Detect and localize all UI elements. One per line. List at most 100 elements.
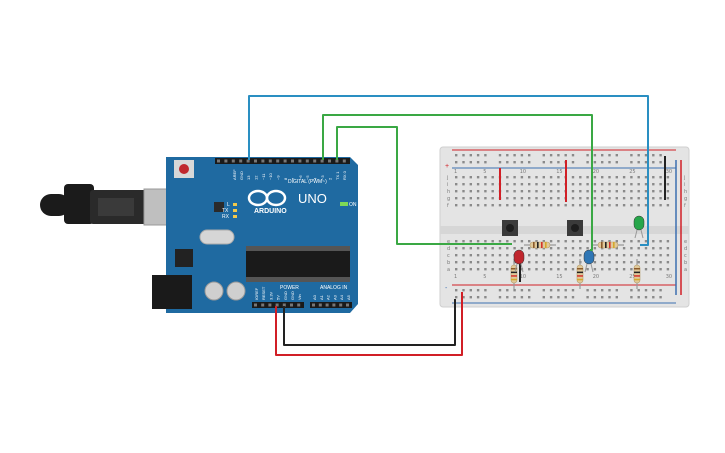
header-pin[interactable] [339, 303, 343, 307]
rail-hole[interactable] [455, 296, 458, 299]
breadboard-hole[interactable] [469, 254, 472, 257]
breadboard-hole[interactable] [571, 197, 575, 200]
breadboard-hole[interactable] [652, 268, 655, 271]
breadboard-hole[interactable] [564, 261, 567, 264]
rail-hole[interactable] [601, 296, 604, 299]
header-pin[interactable] [332, 303, 336, 307]
breadboard-hole[interactable] [630, 261, 633, 264]
rail-hole[interactable] [586, 161, 589, 164]
breadboard-hole[interactable] [506, 176, 509, 179]
rail-hole[interactable] [455, 289, 458, 292]
breadboard-hole[interactable] [615, 190, 618, 193]
breadboard-hole[interactable] [630, 204, 633, 207]
rail-hole[interactable] [542, 154, 545, 157]
breadboard-hole[interactable] [630, 190, 633, 193]
breadboard-hole[interactable] [535, 240, 538, 243]
breadboard-hole[interactable] [513, 176, 516, 179]
rail-hole[interactable] [557, 296, 560, 299]
breadboard-hole[interactable] [666, 183, 670, 186]
rail-hole[interactable] [593, 161, 597, 164]
breadboard-hole[interactable] [608, 197, 611, 200]
breadboard-hole[interactable] [549, 176, 553, 179]
rail-hole[interactable] [542, 296, 545, 299]
button-2[interactable] [567, 220, 583, 236]
breadboard-hole[interactable] [469, 268, 472, 271]
breadboard-hole[interactable] [535, 261, 538, 264]
rail-hole[interactable] [549, 296, 553, 299]
rail-hole[interactable] [637, 161, 640, 164]
breadboard-hole[interactable] [542, 190, 545, 193]
breadboard-hole[interactable] [528, 261, 531, 264]
breadboard-hole[interactable] [535, 197, 538, 200]
rail-hole[interactable] [513, 161, 516, 164]
breadboard-hole[interactable] [586, 204, 589, 207]
rail-hole[interactable] [469, 296, 472, 299]
header-pin[interactable] [254, 159, 257, 163]
rail-hole[interactable] [542, 161, 545, 164]
breadboard-hole[interactable] [455, 240, 458, 243]
breadboard-hole[interactable] [630, 240, 633, 243]
breadboard-hole[interactable] [535, 254, 538, 257]
breadboard-hole[interactable] [630, 197, 633, 200]
header-pin[interactable] [275, 303, 279, 307]
breadboard-hole[interactable] [455, 190, 458, 193]
header-pin[interactable] [261, 303, 265, 307]
rail-hole[interactable] [549, 161, 553, 164]
rail-hole[interactable] [542, 289, 545, 292]
rail-hole[interactable] [608, 289, 611, 292]
breadboard-hole[interactable] [593, 254, 597, 257]
breadboard-hole[interactable] [593, 268, 597, 271]
rail-hole[interactable] [520, 154, 524, 157]
breadboard-hole[interactable] [484, 190, 487, 193]
breadboard-hole[interactable] [608, 261, 611, 264]
breadboard-hole[interactable] [484, 176, 487, 179]
breadboard-hole[interactable] [476, 176, 480, 179]
breadboard-hole[interactable] [571, 190, 575, 193]
header-pin[interactable] [268, 303, 272, 307]
breadboard-hole[interactable] [601, 261, 604, 264]
breadboard-hole[interactable] [659, 197, 662, 200]
rail-hole[interactable] [601, 161, 604, 164]
breadboard-hole[interactable] [593, 261, 597, 264]
rail-hole[interactable] [644, 161, 648, 164]
breadboard-hole[interactable] [571, 254, 575, 257]
header-pin[interactable] [312, 303, 315, 307]
breadboard-hole[interactable] [498, 254, 502, 257]
led-red[interactable] [513, 249, 525, 273]
breadboard-hole[interactable] [528, 268, 531, 271]
rail-hole[interactable] [637, 289, 640, 292]
breadboard-hole[interactable] [564, 254, 567, 257]
rail-hole[interactable] [659, 161, 662, 164]
breadboard-hole[interactable] [455, 183, 458, 186]
breadboard-hole[interactable] [469, 247, 472, 250]
rail-hole[interactable] [549, 154, 553, 157]
rail-hole[interactable] [644, 289, 648, 292]
wire-red[interactable] [275, 292, 463, 356]
breadboard-hole[interactable] [652, 240, 655, 243]
breadboard-hole[interactable] [586, 247, 589, 250]
rail-hole[interactable] [513, 289, 516, 292]
resistor-5[interactable] [633, 259, 641, 289]
breadboard-hole[interactable] [659, 268, 662, 271]
breadboard-hole[interactable] [644, 204, 648, 207]
breadboard-hole[interactable] [666, 247, 670, 250]
breadboard-hole[interactable] [476, 240, 480, 243]
breadboard-hole[interactable] [615, 268, 618, 271]
breadboard-hole[interactable] [520, 204, 524, 207]
rail-hole[interactable] [520, 161, 524, 164]
rail-hole[interactable] [506, 154, 509, 157]
rail-hole[interactable] [462, 289, 465, 292]
breadboard-hole[interactable] [542, 254, 545, 257]
breadboard-hole[interactable] [455, 261, 458, 264]
breadboard-hole[interactable] [622, 261, 626, 264]
breadboard-hole[interactable] [666, 204, 670, 207]
breadboard-hole[interactable] [593, 247, 597, 250]
rail-hole[interactable] [630, 289, 633, 292]
breadboard-hole[interactable] [469, 183, 472, 186]
breadboard-hole[interactable] [491, 247, 494, 250]
rail-hole[interactable] [520, 296, 524, 299]
rail-hole[interactable] [615, 289, 618, 292]
breadboard-hole[interactable] [586, 268, 589, 271]
breadboard-hole[interactable] [644, 268, 648, 271]
breadboard-hole[interactable] [608, 240, 611, 243]
